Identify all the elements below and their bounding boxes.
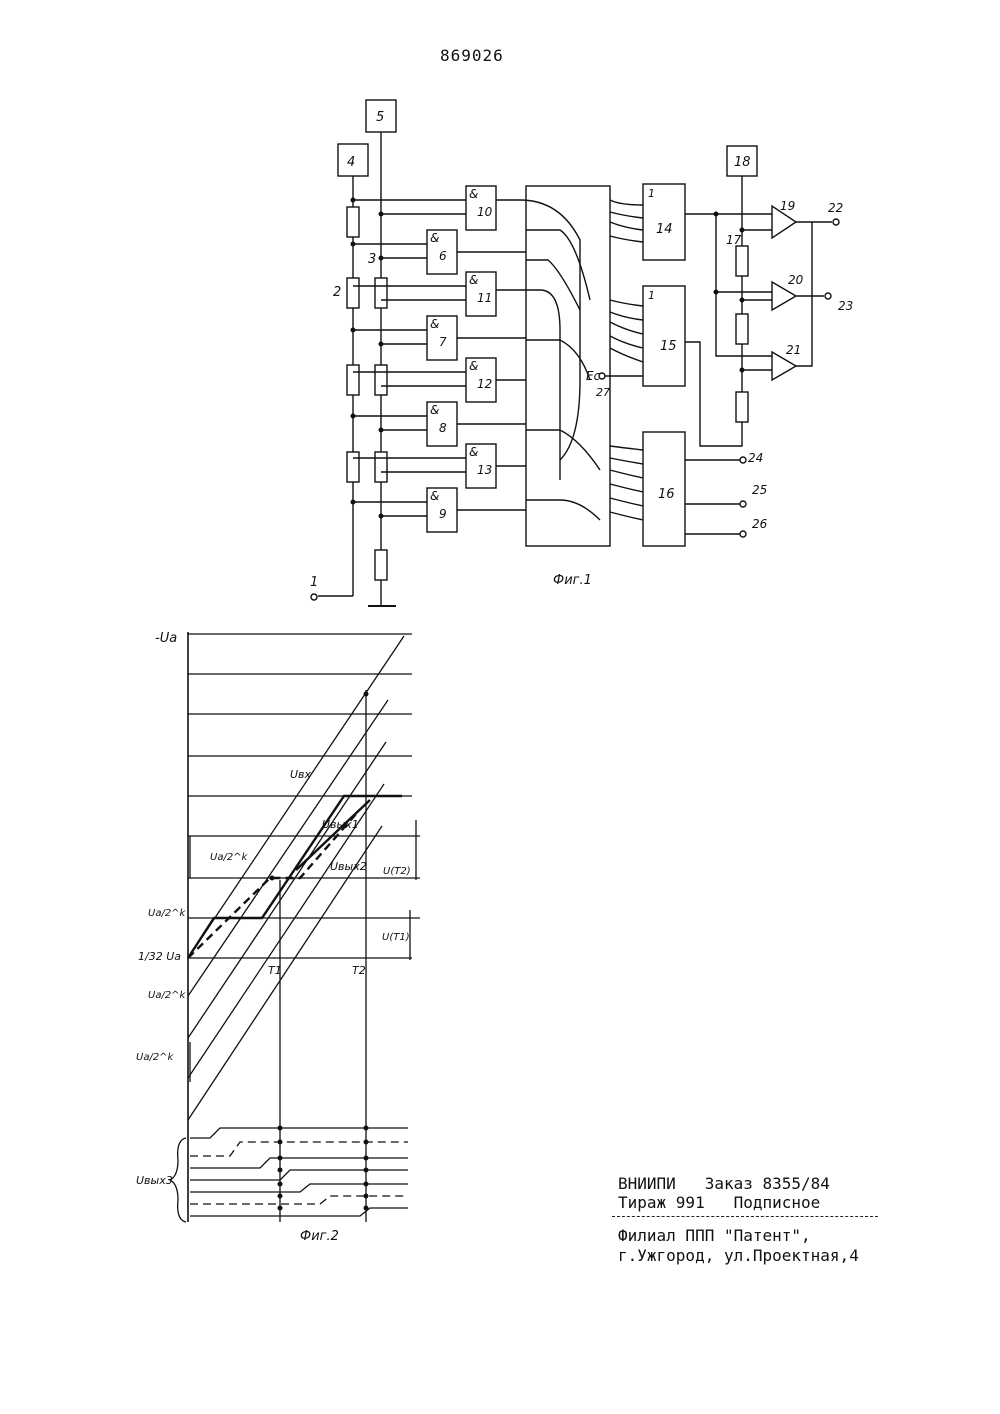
imprint-line-3: Филиал ППП "Патент", — [618, 1226, 811, 1245]
label-ubyx2: Uвых2 — [330, 860, 367, 873]
label-t1: T1 — [268, 964, 282, 977]
imprint-line-4: г.Ужгород, ул.Проектная,4 — [618, 1246, 859, 1265]
label-u-t2: U(T2) — [383, 866, 411, 877]
label-ua-2k: Ua/2^k — [136, 1052, 175, 1063]
label-ua-2k: Ua/2^k — [210, 852, 249, 863]
label-half: 1/32 Ua — [138, 950, 181, 963]
label-ua-2k: Ua/2^k — [148, 990, 187, 1001]
stair-dots — [270, 692, 369, 1211]
figure-2-caption: Фиг.2 — [300, 1229, 339, 1244]
label-ubyx1: Uвых1 — [322, 818, 359, 831]
label-t2: T2 — [352, 964, 366, 977]
imprint-line-2: Тираж 991 Подписное — [618, 1193, 820, 1212]
label-minus-ua: -Ua — [155, 631, 177, 646]
label-ubyx3: Uвых3 — [136, 1174, 173, 1187]
staircase-outputs — [190, 1128, 408, 1216]
label-ubx: Uвх — [290, 768, 312, 781]
label-u-t1: U(T1) — [382, 932, 410, 943]
imprint-separator — [612, 1216, 878, 1217]
imprint-line-1: ВНИИПИ Заказ 8355/84 — [618, 1174, 830, 1193]
label-ua-2k: Ua/2^k — [148, 908, 187, 919]
